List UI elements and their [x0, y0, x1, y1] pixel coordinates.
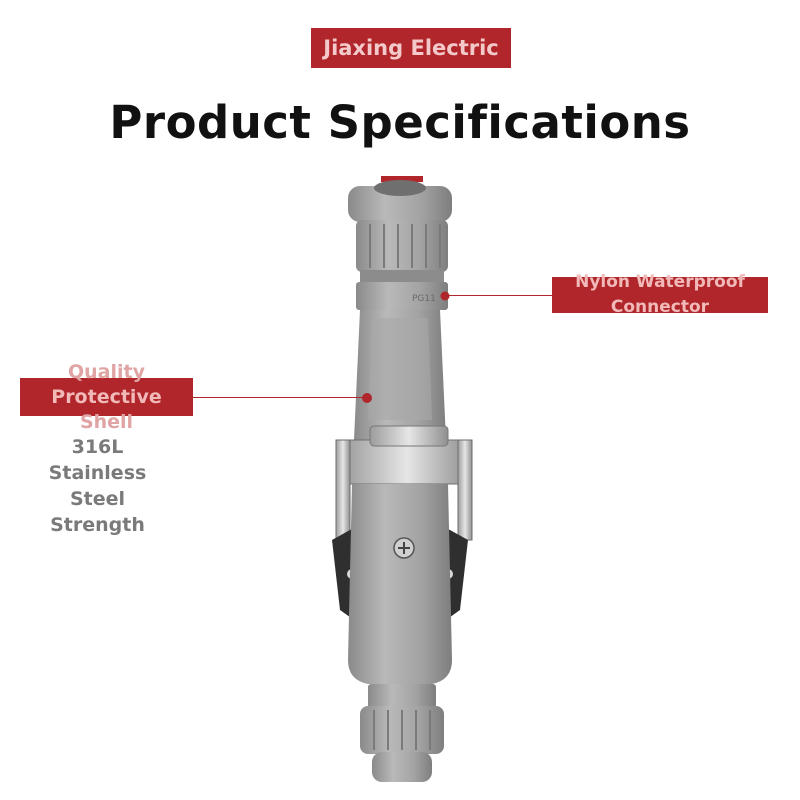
shell-callout: Quality Protective Shell [20, 361, 193, 433]
spec-line-4: Strength [50, 514, 145, 536]
shell-callout-line-2: Protective [51, 385, 162, 408]
connector-callout-line-1: Nylon Waterproof [575, 272, 745, 292]
spec-line-2: Stainless [48, 462, 147, 484]
connector-callout: Nylon Waterproof Connector [552, 272, 768, 317]
shell-callout-line-3: Shell [79, 410, 134, 433]
title-accent-bar [381, 176, 423, 182]
connector-leader-line [449, 295, 553, 296]
spec-line-3: Steel [69, 488, 126, 510]
shell-leader-line [193, 397, 363, 398]
shell-callout-dot [362, 393, 372, 403]
spec-line-1: 316L [71, 436, 124, 458]
brand-label: Jiaxing Electric [323, 36, 499, 60]
bottom-cable-gland [360, 684, 444, 782]
protective-shell [354, 310, 446, 440]
shell-callout-line-1: Quality [68, 360, 145, 383]
metal-locking-lever [335, 425, 473, 541]
connector-callout-line-2: Connector [610, 297, 710, 317]
lower-housing [348, 484, 452, 684]
connector-callout-dot [440, 291, 450, 301]
brand-banner: Jiaxing Electric [311, 28, 511, 68]
page-title: Product Specifications [109, 96, 691, 149]
top-cable-gland: PG11 [348, 180, 452, 310]
gland-marking: PG11 [412, 294, 436, 304]
material-spec-text: 316L Stainless Steel Strength [30, 434, 165, 538]
